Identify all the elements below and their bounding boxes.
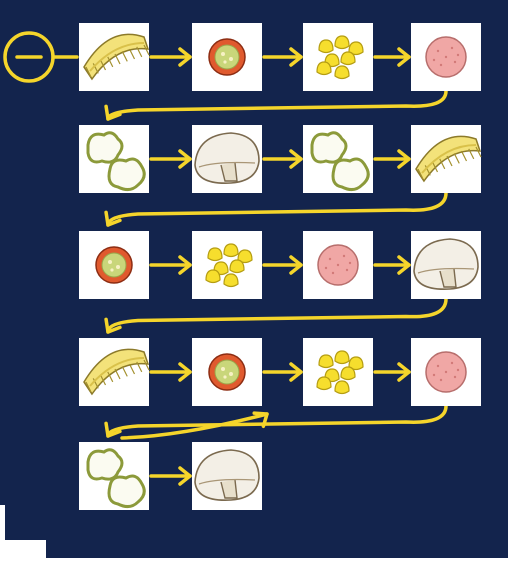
card-corn bbox=[303, 338, 373, 406]
connector-arrow-head bbox=[289, 149, 303, 169]
connector-arrow-head bbox=[178, 466, 192, 486]
card-ham bbox=[411, 23, 481, 91]
tomato-icon bbox=[95, 246, 133, 284]
mushroom-icon bbox=[194, 449, 260, 501]
card-pineapple bbox=[79, 338, 150, 406]
connector-arrow-head bbox=[178, 47, 192, 67]
connector-arrow-head bbox=[289, 47, 303, 67]
row-wrap-arrow-head bbox=[104, 317, 122, 334]
row-wrap-arrow-head bbox=[104, 210, 122, 227]
arrow-layer bbox=[51, 47, 448, 486]
row-wrap-arrow-head bbox=[104, 104, 122, 121]
connector-arrow-head bbox=[178, 149, 192, 169]
pepper-icon bbox=[86, 448, 146, 509]
ham-icon bbox=[425, 36, 467, 78]
corn-icon bbox=[205, 243, 253, 288]
pepper-icon bbox=[310, 131, 370, 192]
card-pineapple bbox=[411, 125, 482, 193]
row-wrap-arrow bbox=[106, 297, 448, 334]
card-mushroom bbox=[192, 125, 262, 193]
row-wrap-arrow bbox=[106, 89, 448, 121]
card-tomato bbox=[192, 338, 262, 406]
corn-icon bbox=[316, 35, 364, 80]
minus-circle-icon bbox=[3, 31, 55, 83]
tomato-icon bbox=[208, 38, 246, 76]
card-corn bbox=[303, 23, 373, 91]
connector-arrow-head bbox=[397, 255, 411, 275]
row-wrap-arrow bbox=[106, 191, 448, 227]
connector-arrow-head bbox=[397, 362, 411, 382]
card-pepper bbox=[79, 125, 149, 193]
card-mushroom bbox=[411, 231, 481, 299]
pineapple-icon bbox=[83, 33, 150, 81]
row-wrap-arrow bbox=[106, 404, 448, 438]
connector-arrow-head bbox=[397, 47, 411, 67]
ham-icon bbox=[317, 244, 359, 286]
card-tomato bbox=[79, 231, 149, 299]
pineapple-icon bbox=[415, 135, 482, 183]
card-ham bbox=[411, 338, 481, 406]
connector-arrow-head bbox=[178, 255, 192, 275]
mushroom-icon bbox=[194, 132, 260, 184]
card-mushroom bbox=[192, 442, 262, 510]
continuation-arrow-head bbox=[252, 411, 269, 429]
card-tomato bbox=[192, 23, 262, 91]
mushroom-icon bbox=[413, 238, 479, 290]
row-wrap-arrow-head bbox=[104, 421, 122, 438]
connector-arrow-head bbox=[178, 362, 192, 382]
corn-icon bbox=[316, 350, 364, 395]
connector-arrow-head bbox=[397, 149, 411, 169]
continuation-arrow bbox=[120, 412, 269, 440]
card-ham bbox=[303, 231, 373, 299]
connector-arrow-head bbox=[289, 362, 303, 382]
card-pepper bbox=[79, 442, 149, 510]
start-marker bbox=[3, 31, 55, 83]
card-pepper bbox=[303, 125, 373, 193]
card-corn bbox=[192, 231, 262, 299]
pepper-icon bbox=[86, 131, 146, 192]
card-pineapple bbox=[79, 23, 150, 91]
ham-icon bbox=[425, 351, 467, 393]
card-layer bbox=[79, 23, 482, 510]
tomato-icon bbox=[208, 353, 246, 391]
connector-arrow-head bbox=[289, 255, 303, 275]
pineapple-icon bbox=[83, 348, 150, 396]
